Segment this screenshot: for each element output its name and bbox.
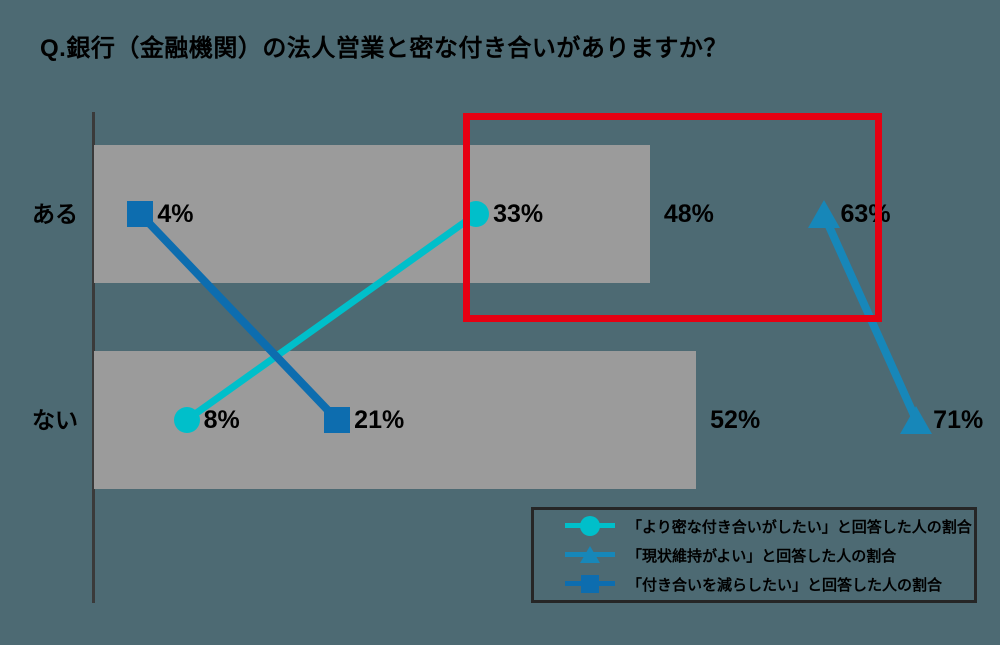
marker-triangle-aru — [807, 200, 840, 228]
data-label-reduce-contact-nai: 21% — [354, 406, 405, 434]
data-label-more-contact-nai: 8% — [203, 406, 240, 434]
marker-square-nai — [324, 407, 351, 433]
marker-square-aru — [127, 201, 154, 227]
marker-triangle-nai — [900, 406, 933, 434]
category-label-nai: ない — [32, 407, 78, 433]
data-label-status-quo-nai: 71% — [933, 406, 984, 434]
data-label-more-contact-aru: 33% — [493, 200, 544, 228]
legend: 「より密な付き合いがしたい」と回答した人の割合 「現状維持がよい」と回答した人の… — [531, 507, 977, 603]
category-label-aru: ある — [32, 201, 78, 227]
bar-value-label-nai: 52% — [710, 406, 761, 434]
chart-title: Q.銀行（金融機関）の法人営業と密な付き合いがありますか？ — [40, 35, 728, 62]
legend-label: 「現状維持がよい」と回答した人の割合 — [627, 547, 897, 565]
marker-circle-nai — [173, 407, 200, 433]
legend-item-status-quo: 「現状維持がよい」と回答した人の割合 — [565, 541, 974, 570]
line-reduce-contact — [137, 211, 341, 423]
line-more-contact — [184, 211, 479, 423]
legend-label: 「より密な付き合いがしたい」と回答した人の割合 — [627, 518, 972, 536]
legend-square-marker-icon — [565, 573, 615, 595]
data-label-status-quo-aru: 63% — [840, 200, 891, 228]
y-axis-line — [92, 112, 95, 603]
legend-item-more-contact: 「より密な付き合いがしたい」と回答した人の割合 — [565, 512, 974, 541]
legend-triangle-marker-icon — [565, 544, 615, 566]
legend-circle-marker-icon — [565, 515, 615, 537]
legend-item-reduce-contact: 「付き合いを減らしたい」と回答した人の割合 — [565, 570, 974, 599]
data-label-reduce-contact-aru: 4% — [157, 200, 194, 228]
bar-value-label-aru: 48% — [663, 200, 714, 228]
legend-label: 「付き合いを減らしたい」と回答した人の割合 — [627, 576, 943, 594]
highlight-box — [463, 113, 882, 322]
